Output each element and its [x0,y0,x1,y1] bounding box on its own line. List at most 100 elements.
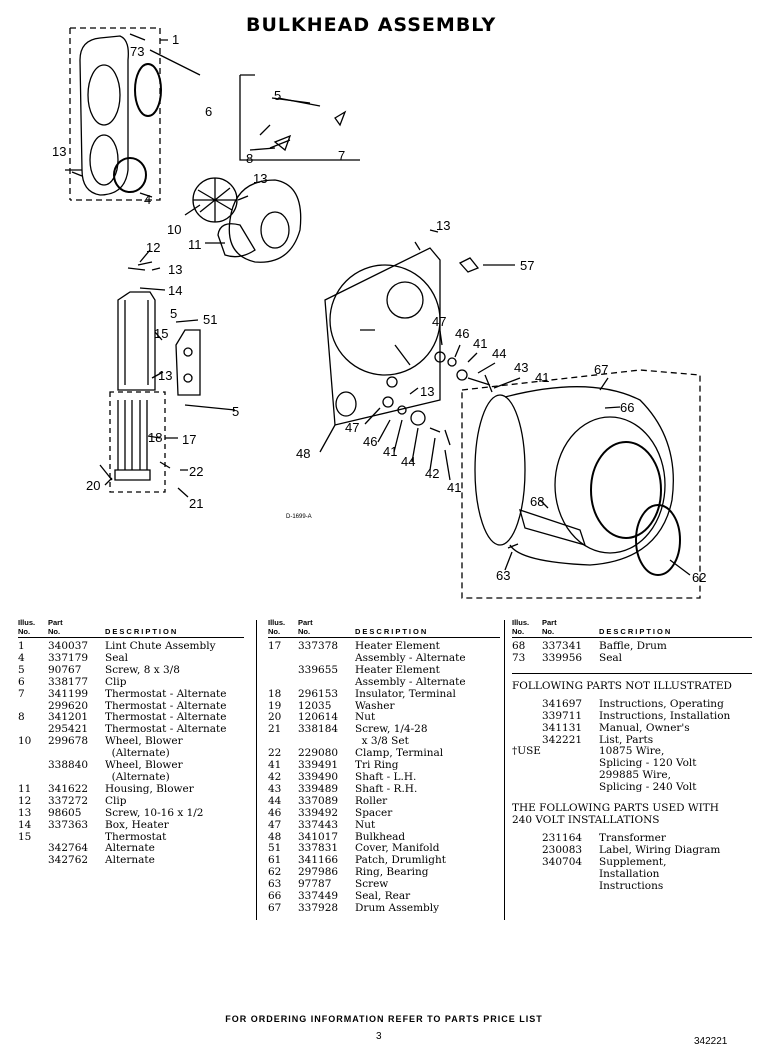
illus-no-cell: 14 [18,818,32,831]
callout-label: 13 [253,171,267,186]
illus-no-cell: 17 [268,640,282,652]
illus-no-cell: 62 [268,866,282,879]
illus-no-cell: 67 [268,901,282,914]
illus-no-cell [512,770,542,782]
callout-label: 62 [692,570,706,585]
description-cell: Washer [355,699,395,712]
illus-no-cell [18,760,48,772]
illus-no-cell: 18 [268,687,282,700]
description-cell: 299885 Wire, [599,769,671,782]
callout-label: 17 [182,432,196,447]
callout-label: 11 [188,237,202,252]
description-cell: Assembly - Alternate [355,675,466,688]
part-no-cell [542,770,599,782]
roller-drawing [382,257,493,446]
callout-label: 13 [420,384,434,399]
illus-no-cell [512,881,542,893]
description-cell: Splicing - 240 Volt [599,781,697,794]
description-cell: Seal, Rear [355,890,411,903]
description-cell: Splicing - 120 Volt [599,757,697,770]
part-no-cell: 229080 [298,747,339,760]
illus-no-cell: 6 [18,675,25,688]
callout-label: 41 [447,480,461,495]
callout-label: 47 [345,420,359,435]
part-no-cell [542,782,599,794]
description-cell: Instructions, Installation [599,709,731,722]
description-cell: Thermostat - Alternate [105,699,227,712]
callout-label: 46 [455,326,469,341]
part-no-cell: 231164 [542,832,583,845]
description-cell: Label, Wiring Diagram [599,843,721,856]
description-cell: Screw, 10-16 x 1/2 [105,806,204,819]
part-no-cell: 337272 [48,794,89,807]
ordering-footer: FOR ORDERING INFORMATION REFER TO PARTS … [225,1014,543,1024]
part-no-cell: 339956 [542,651,583,664]
description-cell: Wheel, Blower [105,735,183,748]
callout-label: 41 [473,336,487,351]
callout-label: 15 [154,326,168,341]
blower-drawing [192,177,302,263]
callout-label: 44 [492,346,506,361]
lint-chute-drawing [65,27,162,201]
description-cell: Tri Ring [355,759,399,772]
part-no-cell: 295421 [48,723,89,736]
illus-no-cell [512,869,542,881]
description-cell: Thermostat [105,830,167,843]
part-no-cell: 337449 [298,890,339,903]
description-cell: Bulkhead [355,830,406,843]
illus-no-cell [268,653,298,665]
callout-label: 68 [530,494,544,509]
description-cell: (Alternate) [105,747,170,760]
part-no-cell: 342764 [48,842,89,855]
illus-no-cell: 4 [18,651,25,664]
description-cell: Insulator, Terminal [355,687,456,700]
illus-no-cell [512,845,542,857]
part-no-cell: 120614 [298,711,339,724]
table-row: 299885 Wire, [512,769,752,782]
part-no-cell: 338840 [48,759,89,772]
table-row: Assembly - Alternate [268,675,500,689]
part-no-cell: 342762 [48,854,89,867]
header-description: DESCRIPTION [599,627,673,636]
part-no-cell: 297986 [298,866,339,879]
header-illus-no: Illus.No. [512,618,530,636]
volt240-heading: THE FOLLOWING PARTS USED WITH 240 VOLT I… [512,802,719,827]
part-no-cell: 90767 [48,663,82,676]
description-cell: Nut [355,818,376,831]
callout-label: 5 [274,88,281,103]
callout-label: 22 [189,464,203,479]
description-cell: Assembly - Alternate [355,651,466,664]
illus-no-cell: 47 [268,818,282,831]
part-no-cell: 339492 [298,806,339,819]
illus-no-cell [18,748,48,760]
callout-label: 47 [432,314,446,329]
description-cell: Manual, Owner's [599,721,690,734]
part-no-cell: 337928 [298,901,339,914]
part-no-cell: 341166 [298,854,339,867]
illus-no-cell [512,711,542,723]
part-no-cell: 12035 [298,699,332,712]
part-no-cell [542,758,599,770]
table-row: Instructions [512,880,752,893]
callout-label: 12 [146,240,160,255]
